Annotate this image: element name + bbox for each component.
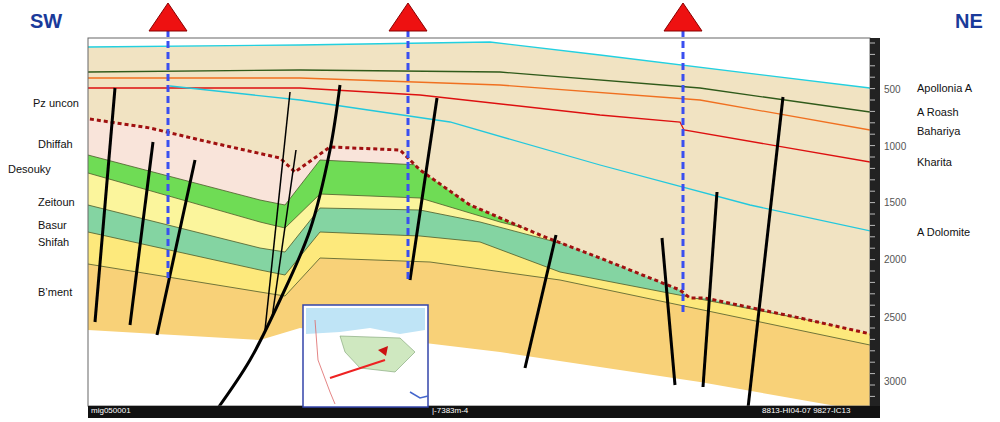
depth-tick bbox=[870, 122, 875, 123]
depth-tick bbox=[870, 168, 875, 169]
depth-tick bbox=[870, 362, 875, 363]
cover-sequence bbox=[88, 38, 870, 335]
formation-label: Shifah bbox=[38, 236, 69, 248]
formation-label: Apollonia A bbox=[917, 82, 972, 94]
fault-line bbox=[130, 142, 153, 325]
formation-label: Pz uncon bbox=[33, 97, 79, 109]
formation-label: Zeitoun bbox=[38, 196, 75, 208]
fault-line bbox=[525, 235, 556, 368]
depth-tick bbox=[870, 54, 875, 55]
depth-tick bbox=[870, 293, 875, 294]
depth-number: 500 bbox=[884, 84, 901, 95]
formation-label: Bahariya bbox=[917, 125, 960, 137]
depth-tick bbox=[870, 282, 875, 283]
fault-line bbox=[265, 92, 290, 330]
well-path bbox=[682, 30, 685, 315]
depth-number: 1500 bbox=[884, 197, 906, 208]
direction-label: SW bbox=[30, 10, 62, 32]
depth-tick bbox=[870, 111, 875, 112]
fault-line bbox=[95, 88, 115, 322]
formation-label: A Dolomite bbox=[917, 226, 970, 238]
depth-tick bbox=[870, 134, 875, 135]
unconformity-line bbox=[88, 118, 870, 335]
formation-label: Basur bbox=[38, 219, 67, 231]
fault-line bbox=[157, 160, 195, 335]
depth-tick bbox=[870, 179, 875, 180]
depth-tick bbox=[870, 88, 875, 89]
depth-tick bbox=[870, 236, 875, 237]
cover-horizon bbox=[88, 42, 870, 88]
depth-number: 3000 bbox=[884, 376, 906, 387]
depth-tick bbox=[870, 271, 875, 272]
depth-tick bbox=[870, 191, 875, 192]
direction-label: NE bbox=[955, 10, 983, 32]
depth-tick bbox=[870, 100, 875, 101]
above-seabed bbox=[88, 38, 870, 88]
line-name: 8813-HI04-07 9827-IC13 bbox=[762, 407, 851, 416]
line-name: mig050001 bbox=[91, 407, 131, 416]
depth-tick bbox=[870, 259, 875, 260]
cover-horizon bbox=[88, 88, 870, 162]
fault-line bbox=[662, 238, 675, 385]
formation-label: B’ment bbox=[38, 286, 72, 298]
fault-line bbox=[748, 97, 783, 408]
depth-tick bbox=[870, 43, 875, 44]
depth-tick bbox=[870, 328, 875, 329]
formation-label: Kharita bbox=[917, 156, 952, 168]
well-symbol bbox=[664, 3, 702, 31]
depth-tick bbox=[870, 157, 875, 158]
depth-tick bbox=[870, 77, 875, 78]
depth-tick bbox=[870, 385, 875, 386]
formation-label: Desouky bbox=[8, 163, 51, 175]
cover-horizon bbox=[170, 86, 870, 232]
depth-tick bbox=[870, 214, 875, 215]
depth-strip bbox=[870, 38, 880, 418]
depth-tick bbox=[870, 316, 875, 317]
depth-tick bbox=[870, 339, 875, 340]
formation-label: Dhiffah bbox=[38, 138, 73, 150]
depth-tick bbox=[870, 305, 875, 306]
depth-number: 1000 bbox=[884, 141, 906, 152]
panel-frame bbox=[88, 38, 870, 406]
fault-line bbox=[410, 98, 437, 280]
depth-tick bbox=[870, 65, 875, 66]
depth-tick bbox=[870, 225, 875, 226]
bottom-strip bbox=[88, 406, 880, 418]
depth-tick bbox=[870, 373, 875, 374]
depth-tick bbox=[870, 248, 875, 249]
depth-tick bbox=[870, 396, 875, 397]
depth-tick bbox=[870, 202, 875, 203]
depth-tick bbox=[870, 350, 875, 351]
fault-line bbox=[703, 192, 717, 387]
inset-map bbox=[303, 305, 428, 407]
cover-horizon bbox=[88, 70, 870, 112]
formation-label: A Roash bbox=[917, 106, 959, 118]
depth-number: 2500 bbox=[884, 312, 906, 323]
well-path bbox=[407, 30, 410, 282]
section-panel bbox=[88, 38, 870, 406]
line-name: |-7383m-4 bbox=[432, 407, 468, 416]
well-symbol bbox=[389, 3, 427, 31]
well-path bbox=[167, 30, 170, 278]
depth-number: 2000 bbox=[884, 254, 906, 265]
cover-horizon bbox=[88, 78, 870, 130]
well-symbol bbox=[149, 3, 187, 31]
depth-tick bbox=[870, 145, 875, 146]
